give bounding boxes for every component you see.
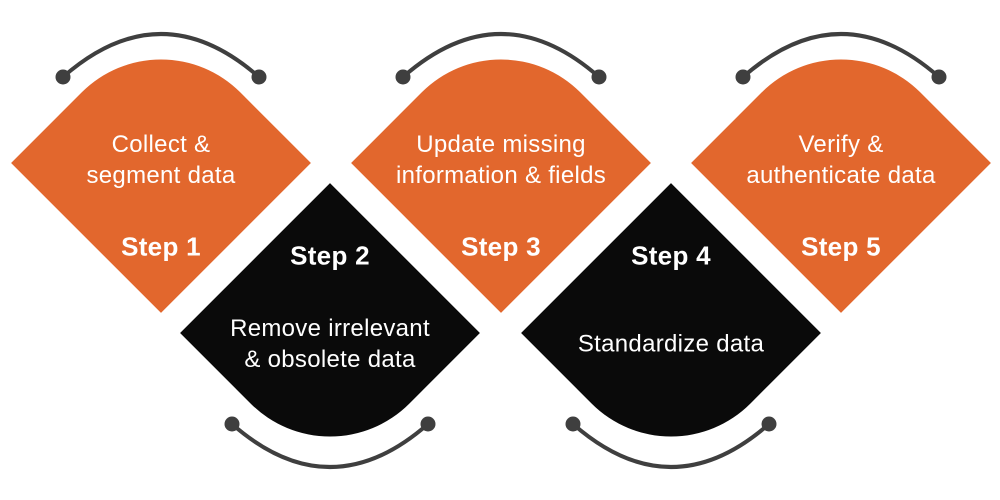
step-2: Step 2 Remove irrelevant & obsolete data (180, 183, 480, 483)
arc-connector-icon (735, 32, 947, 85)
step-1-description: Collect & segment data (86, 131, 236, 189)
step-2-label: Step 2 (290, 240, 370, 271)
arc-endpoint-dot (565, 416, 581, 432)
arc-endpoint-dot (591, 69, 607, 85)
arc-endpoint-dot (420, 416, 436, 432)
step-5-label: Step 5 (801, 231, 881, 262)
step-1: Collect & segment data Step 1 (11, 13, 311, 313)
arc-curve (230, 422, 430, 469)
arc-endpoint-dot (395, 69, 411, 85)
arc-endpoint-dot (55, 69, 71, 85)
step-3-label: Step 3 (461, 231, 541, 262)
arc-endpoint-dot (224, 416, 240, 432)
arc-endpoint-dot (761, 416, 777, 432)
arc-connector-icon (224, 416, 436, 469)
arc-curve (571, 422, 771, 469)
step-3-description: Update missing information & fields (395, 131, 607, 189)
arc-endpoint-dot (931, 69, 947, 85)
arc-connector-icon (55, 32, 267, 85)
step-2-description: Remove irrelevant & obsolete data (230, 315, 430, 373)
step-3: Update missing information & fields Step… (351, 13, 651, 313)
arc-endpoint-dot (735, 69, 751, 85)
step-5: Verify & authenticate data Step 5 (691, 13, 991, 313)
step-4-label: Step 4 (631, 240, 711, 271)
arc-curve (61, 32, 261, 79)
arc-connector-icon (565, 416, 777, 469)
step-5-description: Verify & authenticate data (746, 131, 936, 189)
arc-endpoint-dot (251, 69, 267, 85)
arc-connector-icon (395, 32, 607, 85)
step-1-label: Step 1 (121, 231, 201, 262)
arc-curve (401, 32, 601, 79)
step-4: Step 4 Standardize data (521, 183, 821, 483)
step-4-description: Standardize data (577, 330, 765, 358)
arc-curve (741, 32, 941, 79)
